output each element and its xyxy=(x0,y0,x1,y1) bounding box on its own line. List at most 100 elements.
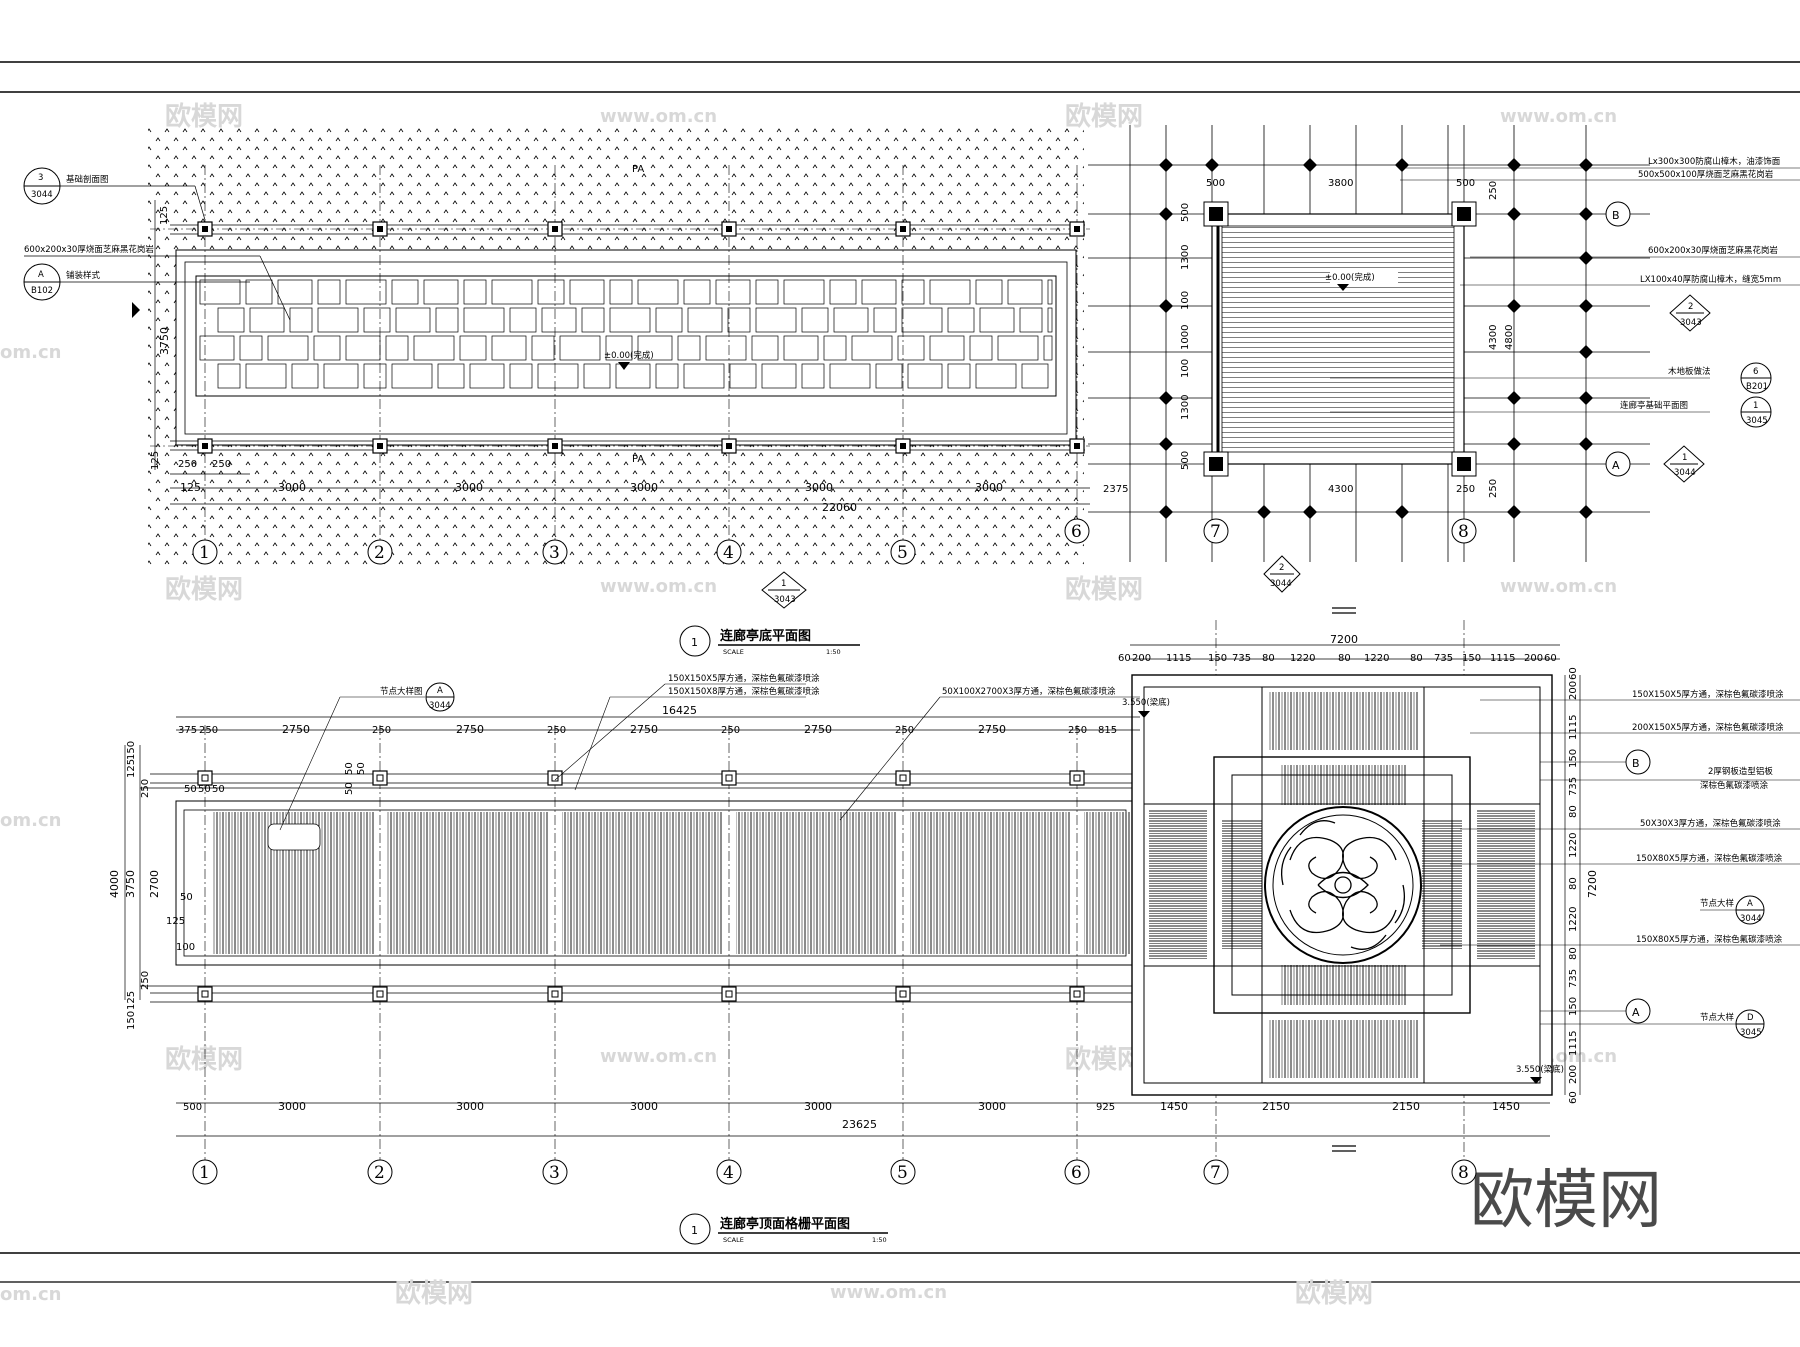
svg-text:3000: 3000 xyxy=(455,481,483,494)
paving-stone xyxy=(683,279,711,305)
svg-text:600x200x30厚烧面芝麻黑花岗岩: 600x200x30厚烧面芝麻黑花岗岩 xyxy=(24,244,154,255)
grid-bubble-5: 5 xyxy=(890,539,916,565)
svg-text:1:50: 1:50 xyxy=(872,1236,887,1244)
svg-text:1: 1 xyxy=(781,579,786,589)
svg-text:7200: 7200 xyxy=(1330,633,1358,646)
paving-stone xyxy=(435,307,459,333)
watermark-brand: 欧模网 xyxy=(395,1278,473,1309)
paving-stone xyxy=(559,335,601,361)
svg-text:A: A xyxy=(1632,1006,1640,1019)
grid-bubble-4: 4 xyxy=(716,1159,742,1185)
section-ref-left-2: A B102 铺装样式 xyxy=(23,263,250,301)
svg-text:5: 5 xyxy=(897,543,908,563)
svg-text:2: 2 xyxy=(374,543,385,563)
svg-text:1115: 1115 xyxy=(1166,653,1191,664)
paving-stone xyxy=(829,363,871,389)
grid-bubble-2: 2 xyxy=(367,539,393,565)
svg-text:500: 500 xyxy=(1180,451,1191,470)
svg-text:200X150X5厚方通，深棕色氟碳漆喷涂: 200X150X5厚方通，深棕色氟碳漆喷涂 xyxy=(1632,722,1784,733)
paving-stone xyxy=(239,335,263,361)
watermark-url: www.om.cn xyxy=(1500,576,1617,597)
svg-text:4: 4 xyxy=(723,543,734,563)
roof-level-marker-top: 3.550(梁底) xyxy=(1122,697,1170,718)
paving-stone xyxy=(705,335,747,361)
paving-stone xyxy=(463,307,505,333)
svg-text:4000: 4000 xyxy=(108,870,121,898)
svg-text:815: 815 xyxy=(1098,725,1117,736)
svg-text:铺装样式: 铺装样式 xyxy=(66,270,101,281)
stone-paving-pattern xyxy=(199,279,1053,389)
paving-stone xyxy=(729,363,757,389)
grid-bubble-A: A xyxy=(1605,451,1631,477)
paving-stone xyxy=(979,307,1015,333)
svg-text:1: 1 xyxy=(691,636,698,649)
svg-text:50: 50 xyxy=(184,784,197,795)
paving-stone xyxy=(947,307,975,333)
paving-stone xyxy=(541,307,577,333)
paving-stone xyxy=(395,307,431,333)
pavilion-roof-dim-right: 7200 60 200 1115 150 735 80 1220 80 1220… xyxy=(1568,667,1599,1104)
roof-grid-bubble-B: B xyxy=(1540,749,1651,775)
paving-stone xyxy=(199,279,241,305)
svg-text:1000: 1000 xyxy=(1180,325,1191,350)
svg-text:2: 2 xyxy=(374,1163,385,1183)
node-detail-ref-A: 节点大样图 A 3044 xyxy=(279,682,455,831)
paving-stone xyxy=(509,307,537,333)
paving-stone xyxy=(655,307,683,333)
svg-text:6: 6 xyxy=(1071,1163,1082,1183)
svg-text:B201: B201 xyxy=(1746,382,1768,392)
svg-text:1220: 1220 xyxy=(1290,653,1315,664)
svg-text:连廊亭基础平面图: 连廊亭基础平面图 xyxy=(1620,400,1688,411)
paving-stone xyxy=(245,279,273,305)
paving-stone xyxy=(277,279,313,305)
svg-text:节点大样图: 节点大样图 xyxy=(380,686,423,697)
pavilion-columns xyxy=(1203,201,1477,477)
pavilion-dimensions: 500 3800 500 2375 4300 250 500 1300 100 … xyxy=(1103,178,1515,498)
roof-grille-panels xyxy=(212,812,1134,954)
detail-callout-cloud xyxy=(267,823,321,851)
pavilion-roof-dim-top: 7200 60 200 1115 150 735 80 1220 80 1220… xyxy=(1118,633,1557,664)
paving-stone xyxy=(249,307,285,333)
roof-dim-left-col: 4000 3750 2700 150 125 250 150 125 250 5… xyxy=(108,741,195,1030)
roof-beams xyxy=(140,773,1140,1003)
svg-text:125: 125 xyxy=(126,991,137,1010)
svg-text:A: A xyxy=(38,270,44,280)
sheet-frame xyxy=(0,61,1800,1283)
watermark-url-fragment: om.cn xyxy=(0,1284,61,1305)
svg-text:150X80X5厚方通，深棕色氟碳漆喷涂: 150X80X5厚方通，深棕色氟碳漆喷涂 xyxy=(1636,934,1783,945)
grid-bubble-1: 1 xyxy=(192,1159,218,1185)
paving-stone xyxy=(509,363,533,389)
svg-text:1115: 1115 xyxy=(1568,715,1579,740)
svg-text:250: 250 xyxy=(1488,479,1499,498)
svg-text:3000: 3000 xyxy=(805,481,833,494)
svg-text:200: 200 xyxy=(1568,1065,1579,1084)
node-detail-ref-A-right: 节点大样 A 3044 xyxy=(1700,895,1765,925)
paving-stone xyxy=(491,279,533,305)
svg-text:7200: 7200 xyxy=(1586,870,1599,898)
svg-text:80: 80 xyxy=(1338,653,1351,664)
paving-stone xyxy=(291,363,319,389)
svg-text:150: 150 xyxy=(126,1011,137,1030)
paving-stone xyxy=(581,307,605,333)
watermark-url-fragment: om.cn xyxy=(0,342,61,363)
paving-stone xyxy=(615,363,651,389)
svg-text:250: 250 xyxy=(1068,725,1087,736)
grid-bubble-5: 5 xyxy=(890,1159,916,1185)
svg-text:200: 200 xyxy=(1132,653,1151,664)
svg-text:节点大样: 节点大样 xyxy=(1700,1012,1735,1023)
svg-text:500: 500 xyxy=(1456,178,1475,189)
watermark-brand: 欧模网 xyxy=(165,1044,243,1075)
svg-text:2750: 2750 xyxy=(456,723,484,736)
svg-text:80: 80 xyxy=(1568,805,1579,818)
watermark-url: www.om.cn xyxy=(830,1282,947,1303)
svg-text:60: 60 xyxy=(1568,1091,1579,1104)
svg-text:16425: 16425 xyxy=(662,704,697,717)
svg-text:50X100X2700X3厚方通，深棕色氟碳漆喷涂: 50X100X2700X3厚方通，深棕色氟碳漆喷涂 xyxy=(942,686,1116,697)
pavilion-deck xyxy=(1221,225,1455,453)
paving-stone xyxy=(861,279,897,305)
svg-text:8: 8 xyxy=(1458,522,1469,542)
paving-stone xyxy=(391,279,419,305)
svg-text:735: 735 xyxy=(1232,653,1251,664)
dimension-lines xyxy=(154,200,1090,505)
